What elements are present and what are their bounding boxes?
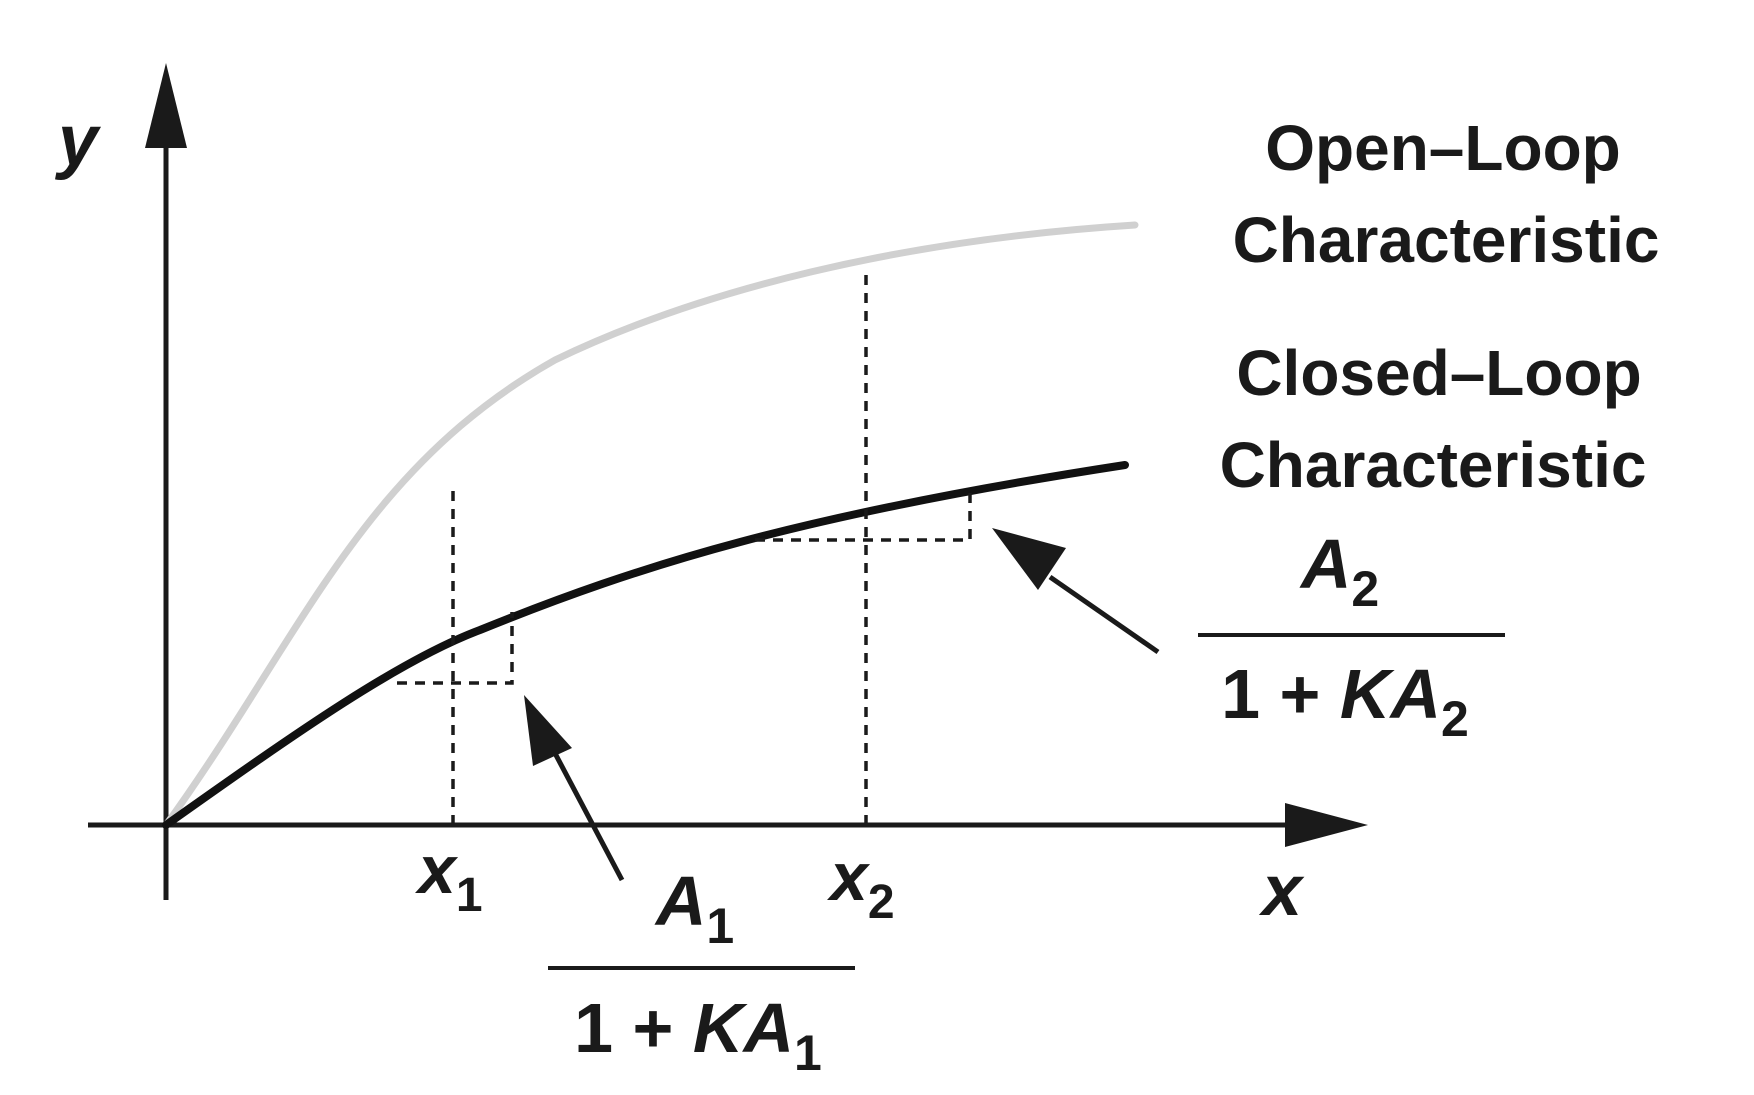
slope2-numerator: A2 <box>1299 525 1379 617</box>
x-axis-label: x <box>1258 851 1305 931</box>
y-axis-label: y <box>55 101 102 181</box>
slope1-denominator: 1 + KA1 <box>574 989 822 1081</box>
slope2-denominator: 1 + KA2 <box>1221 655 1469 747</box>
open-loop-label-line1: Open–Loop <box>1265 112 1621 184</box>
slope1-pointer-line <box>545 738 625 882</box>
slope1-numerator: A1 <box>654 862 734 954</box>
x1-label: x1 <box>415 832 483 922</box>
x2-label: x2 <box>827 839 895 929</box>
guide-lines <box>397 275 972 825</box>
slope1-triangle <box>397 612 514 685</box>
open-loop-label-line2: Characteristic <box>1233 204 1660 276</box>
x-axis-arrowhead <box>1285 803 1368 847</box>
open-loop-curve <box>162 221 1139 829</box>
slope2-pointer-line <box>1048 574 1160 655</box>
closed-loop-curve <box>162 461 1129 829</box>
closed-loop-label-line1: Closed–Loop <box>1236 337 1641 409</box>
slope1-pointer-head <box>524 695 572 766</box>
closed-loop-label-line2: Characteristic <box>1220 429 1647 501</box>
slope2-pointer-head <box>992 528 1066 590</box>
y-axis-arrowhead <box>145 63 187 148</box>
